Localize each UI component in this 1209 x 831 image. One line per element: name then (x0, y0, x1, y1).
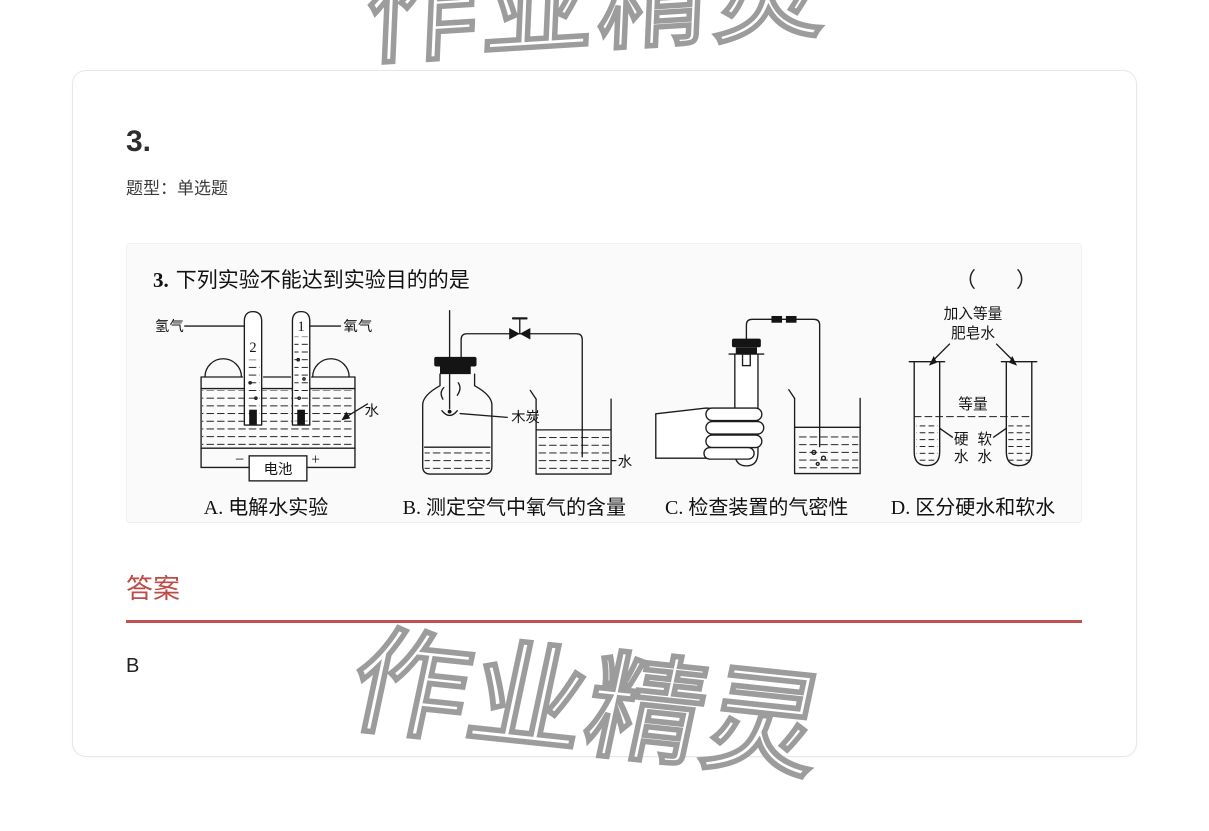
water-label: 水 (618, 453, 633, 470)
add-equal-soap-line2: 肥皂水 (951, 325, 995, 342)
charcoal-label: 木炭 (511, 409, 540, 426)
add-equal-soap-line1: 加入等量 (944, 305, 1003, 323)
answer-divider (126, 620, 1082, 624)
water-label: 水 (365, 403, 379, 420)
soft-water-char2: 水 (977, 449, 992, 466)
answer-heading: 答案 (126, 574, 180, 604)
option-a-figure: 氢气 氧气 2 1 水 电池 − + A. 电解水 (153, 302, 380, 520)
option-b-label: B. 测定空气中氧气的含量 (402, 497, 626, 520)
option-b-figure: 木炭 水 B. 测定空气中氧气的含量 (390, 303, 638, 521)
stem-text: 3.下列实验不能达到实验目的的是 (153, 268, 470, 292)
tube-2-number: 2 (249, 340, 256, 356)
oxygen-label: 氧气 (343, 318, 372, 335)
hard-water-char2: 水 (954, 449, 969, 466)
question-content-box: 3.下列实验不能达到实验目的的是 （ ） (126, 243, 1082, 523)
answer-bracket: （ ） (955, 268, 1037, 292)
answer-value: B (126, 655, 140, 678)
airtightness-diagram-image (654, 316, 861, 475)
electrolysis-diagram-image: 氢气 氧气 2 1 水 电池 − + (155, 311, 380, 483)
soft-water-char1: 软 (977, 431, 992, 448)
hydrogen-label: 氢气 (155, 318, 184, 335)
question-stem: 3.下列实验不能达到实验目的的是 （ ） (153, 266, 1071, 295)
battery-label: 电池 (264, 462, 293, 479)
option-d-figure: 加入等量 肥皂水 等量 (875, 299, 1071, 520)
option-d-label: D. 区分硬水和软水 (890, 497, 1056, 520)
hard-soft-water-diagram-image: 加入等量 肥皂水 等量 (908, 305, 1038, 467)
oxygen-measure-diagram-image: 木炭 水 (422, 309, 633, 475)
tube-1-number: 1 (297, 319, 304, 335)
hard-water-char1: 硬 (954, 432, 969, 448)
question-card: 3. 题型：单选题 3.下列实验不能达到实验目的的是 （ ） (72, 70, 1137, 757)
option-c-label: C. 检查装置的气密性 (664, 497, 849, 520)
plus-sign: + (311, 452, 320, 469)
option-a-label: A. 电解水实验 (203, 497, 329, 520)
question-type-label: 题型：单选题 (126, 179, 228, 198)
option-c-figure: C. 检查装置的气密性 (650, 302, 864, 520)
stem-number: 3. (153, 268, 169, 292)
option-diagrams: 氢气 氧气 2 1 水 电池 − + A. 电解水 (153, 299, 1071, 520)
question-number: 3. (126, 125, 152, 158)
watermark-top: 作业精灵 (363, 0, 834, 82)
equal-amount-label: 等量 (958, 395, 988, 413)
minus-sign: − (235, 450, 244, 469)
